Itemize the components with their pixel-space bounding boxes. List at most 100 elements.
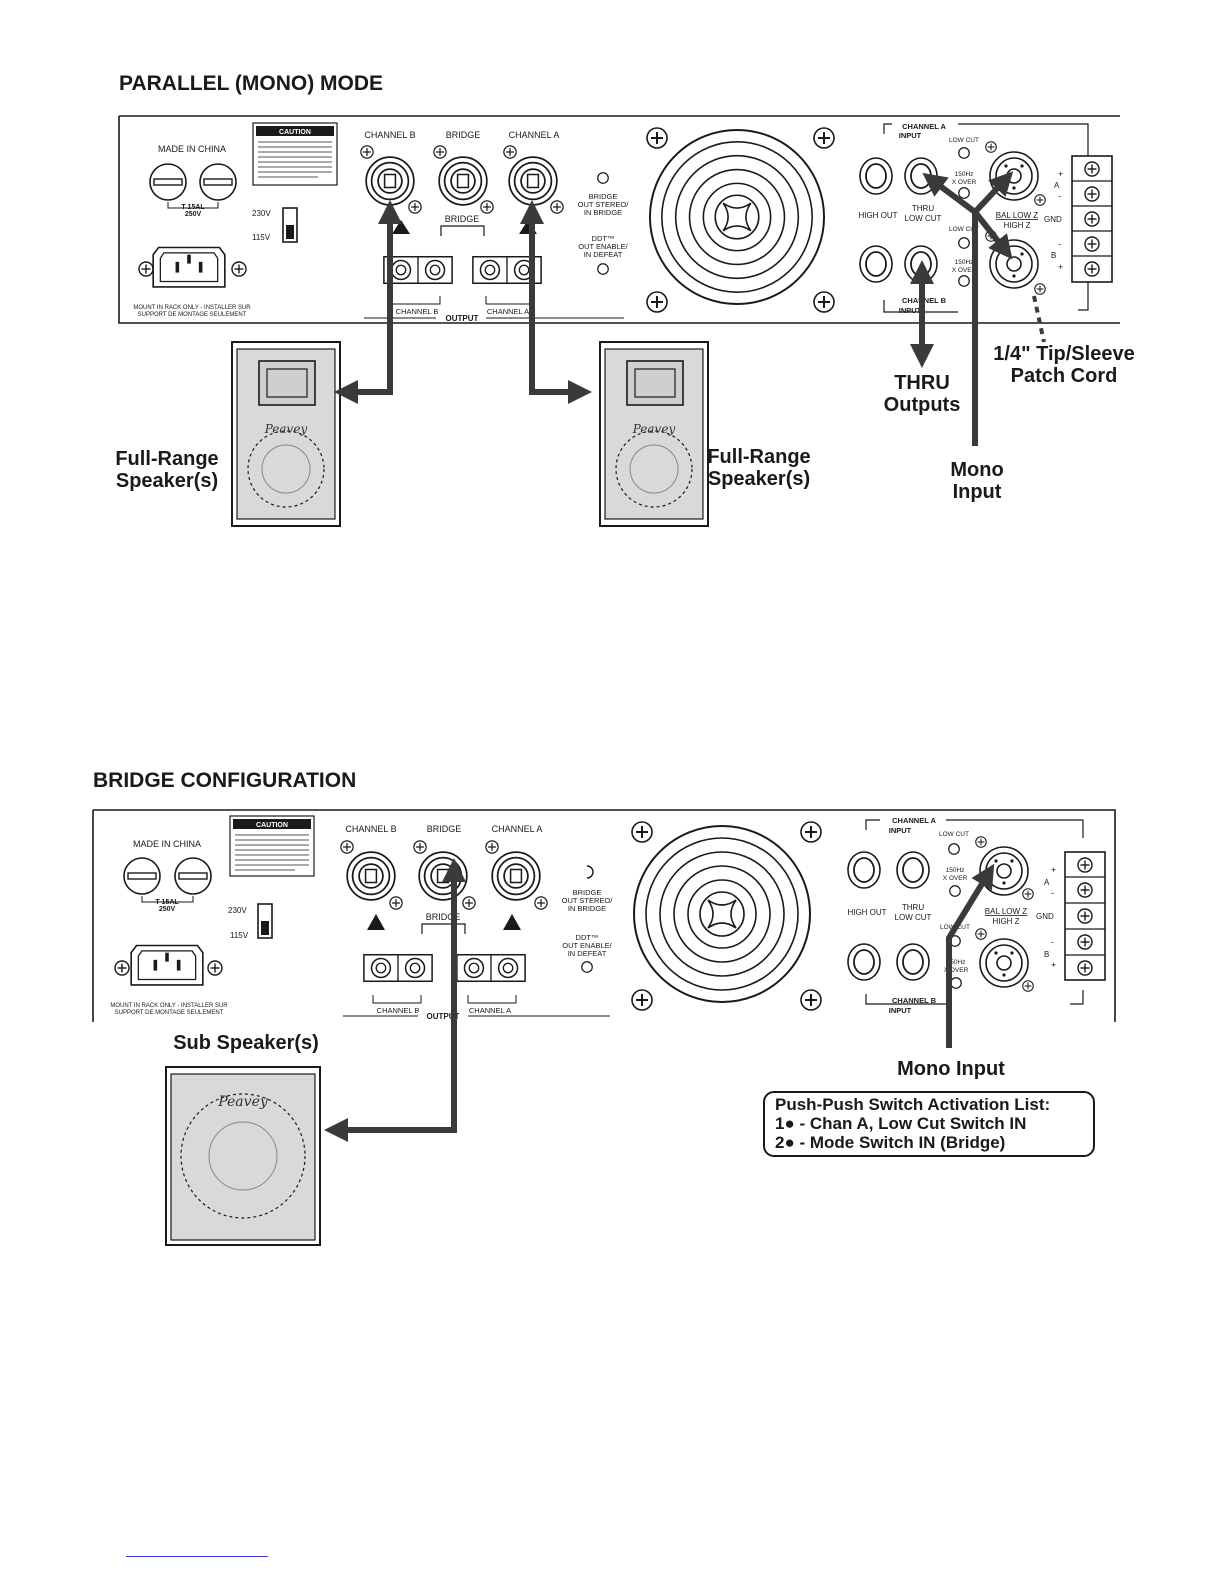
parallel-signal-arrows [334,171,1014,446]
terminal-screw-icon [1084,211,1100,227]
low-cut-a-label: LOW CUT [939,831,969,838]
xover-b-label-1: 150Hz [947,959,966,966]
fuse-rating-label: T 15AL [181,204,205,211]
fan-screw-icon [813,291,835,313]
gnd-label: GND [1044,215,1062,224]
fuse-holder-icon [199,163,237,201]
binding-posts-channel-a-icon [456,953,526,983]
bridge-output-label: BRIDGE [446,130,481,140]
screw-icon [433,145,447,159]
low-cut-a-label: LOW CUT [949,137,979,144]
iec-power-inlet-icon [152,246,226,288]
input-a-letter: A [1054,181,1060,190]
fan-screw-icon [646,291,668,313]
xover-a-label-1: 150Hz [955,171,974,178]
screw-icon [360,145,374,159]
terminal-screw-icon [1077,882,1093,898]
fan-screw-icon [813,127,835,149]
bridge-signal-arrows [324,858,995,1142]
binding-posts-channel-b-icon [383,255,453,285]
fan-screw-icon [631,821,653,843]
terminal-screw-icon [1077,857,1093,873]
speakon-channel-a-icon [508,156,558,206]
high-z-label: HIGH Z [992,917,1019,926]
mount-note-line2: SUPPORT DE MONTAGE SEULEMENT [138,312,247,318]
caution-fine-print [235,834,309,871]
speakon-channel-b-icon [346,851,396,901]
ddt-label-3: IN DEFEAT [584,250,623,259]
screw-icon [503,145,517,159]
gnd-label: GND [1036,912,1054,921]
fuse-rating-label: T 15AL [155,899,179,906]
screw-icon [340,840,354,854]
caution-heading: CAUTION [256,822,288,829]
activation-list-item-1: 1● - Chan A, Low Cut Switch IN [775,1114,1026,1133]
xover-b-switch-icon [958,275,970,287]
combo-input-a-icon [979,846,1029,896]
thru-b-jack-icon [896,943,930,981]
terminal-screw-icon [1077,934,1093,950]
speakon-channel-a-icon [491,851,541,901]
fan-screw-icon [800,989,822,1011]
full-range-speaker-left-icon [231,341,341,527]
channel-b-input-label-1: CHANNEL B [892,996,937,1005]
bridge-switch-pressed-icon [586,865,594,879]
screw-icon [975,928,987,940]
combo-input-b-icon [979,938,1029,988]
full-range-speaker-right-icon [599,341,709,527]
thru-outputs-label-1: THRU [894,372,950,394]
svg-text:+: + [1051,865,1056,875]
screw-icon [985,141,997,153]
mount-note-line1: MOUNT IN RACK ONLY - INSTALLER SUR [110,1003,228,1009]
input-a-letter: A [1044,878,1050,887]
patch-cord-label-2: Patch Cord [1011,365,1118,387]
speakon-channel-b-icon [365,156,415,206]
mono-input-label-1: Mono [950,459,1003,481]
terminal-screws [1072,161,1112,277]
thru-outputs-label-2: Outputs [884,394,961,416]
xover-a-switch-icon [958,187,970,199]
fuse-holder-icon [149,163,187,201]
ddt-label-1: DDT™ [592,234,615,243]
terminal-screw-icon [1084,186,1100,202]
fan-screw-icon [800,821,822,843]
bridge-bracket-label: BRIDGE [445,214,480,224]
channel-a-input-label-2: INPUT [899,131,922,140]
input-b-letter: B [1044,950,1049,959]
ddt-label-2: OUT ENABLE/ [578,242,628,251]
fuse-holder-icon [174,857,212,895]
output-channel-b-label: CHANNEL B [377,1006,420,1015]
output-channel-b-label: CHANNEL B [396,307,439,316]
mount-screw-icon [207,960,223,976]
screw-icon [1022,980,1034,992]
caution-heading: CAUTION [279,129,311,136]
high-out-b-jack-icon [847,943,881,981]
speaker-left-label-1: Full-Range [115,448,218,470]
warning-triangle-icon [367,914,385,930]
voltage-selector-knob-icon [286,225,294,239]
screw-icon [480,200,494,214]
activation-list-box [763,1091,1095,1157]
screw-icon [550,200,564,214]
output-channel-a-label: CHANNEL A [469,1006,511,1015]
bridge-output-label: BRIDGE [427,824,462,834]
xover-a-label-1: 150Hz [946,867,965,874]
cooling-fan-icon [633,825,811,1003]
fuse-holder-icon [123,857,161,895]
bridge-switch-label-3: IN BRIDGE [568,904,606,913]
caution-fine-print [258,141,332,178]
bridge-switch-label-1: BRIDGE [589,192,618,201]
svg-text:+: + [1051,960,1056,970]
svg-text:+: + [1058,169,1063,179]
channel-a-output-label: CHANNEL A [492,824,543,834]
terminal-screw-icon [1084,161,1100,177]
xover-b-label-2: X OVER [944,967,969,974]
fan-screw-icon [646,127,668,149]
thru-label-2: LOW CUT [905,214,942,223]
sub-speaker-label: Sub Speaker(s) [173,1032,319,1054]
warning-triangle-icon [392,220,410,234]
screw-icon [462,896,476,910]
xover-b-label-1: 150Hz [955,259,974,266]
thru-label-1: THRU [902,903,924,912]
